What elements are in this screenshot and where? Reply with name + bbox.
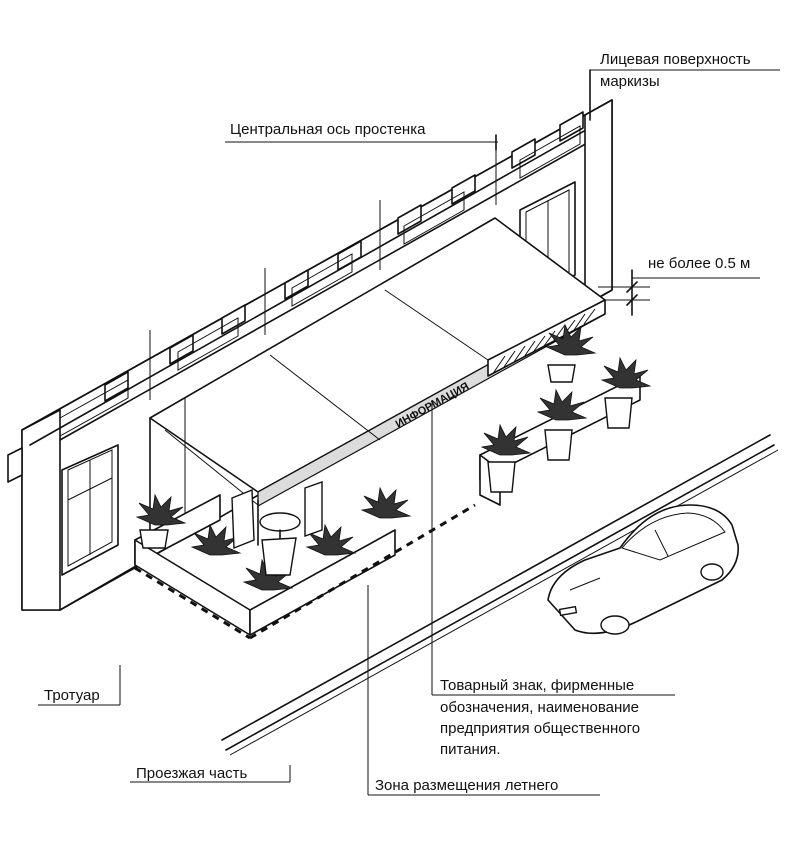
plant xyxy=(135,493,187,526)
plant xyxy=(600,356,652,389)
label-trademark-line2: обозначения, наименование xyxy=(440,699,639,716)
leader-lines xyxy=(38,69,780,796)
label-pier-axis: Центральная ось простенка xyxy=(230,121,426,138)
plant xyxy=(480,423,532,456)
label-awning-face-line1: Лицевая поверхность xyxy=(600,51,751,68)
cafe-table-set xyxy=(231,481,323,576)
label-roadway: Проезжая часть xyxy=(136,765,248,782)
label-trademark-line1: Товарный знак, фирменные xyxy=(440,677,634,694)
plant xyxy=(536,388,588,421)
label-awning-face-line2: маркизы xyxy=(600,73,660,90)
label-summer-zone: Зона размещения летнего xyxy=(375,777,558,794)
road-curb xyxy=(221,434,779,756)
plant xyxy=(190,523,242,556)
dimension-marker xyxy=(598,269,760,316)
label-sidewalk: Тротуар xyxy=(44,687,100,704)
car xyxy=(547,504,739,635)
label-trademark-line3: предприятия общественного xyxy=(440,720,640,737)
plant xyxy=(360,486,412,519)
plant xyxy=(545,323,597,356)
window-left xyxy=(61,444,119,576)
label-max-height: не более 0.5 м xyxy=(648,255,750,272)
cornice-blocks xyxy=(104,111,584,402)
label-trademark-line4: питания. xyxy=(440,741,501,758)
plant xyxy=(305,523,357,556)
facade-panels xyxy=(59,125,581,437)
